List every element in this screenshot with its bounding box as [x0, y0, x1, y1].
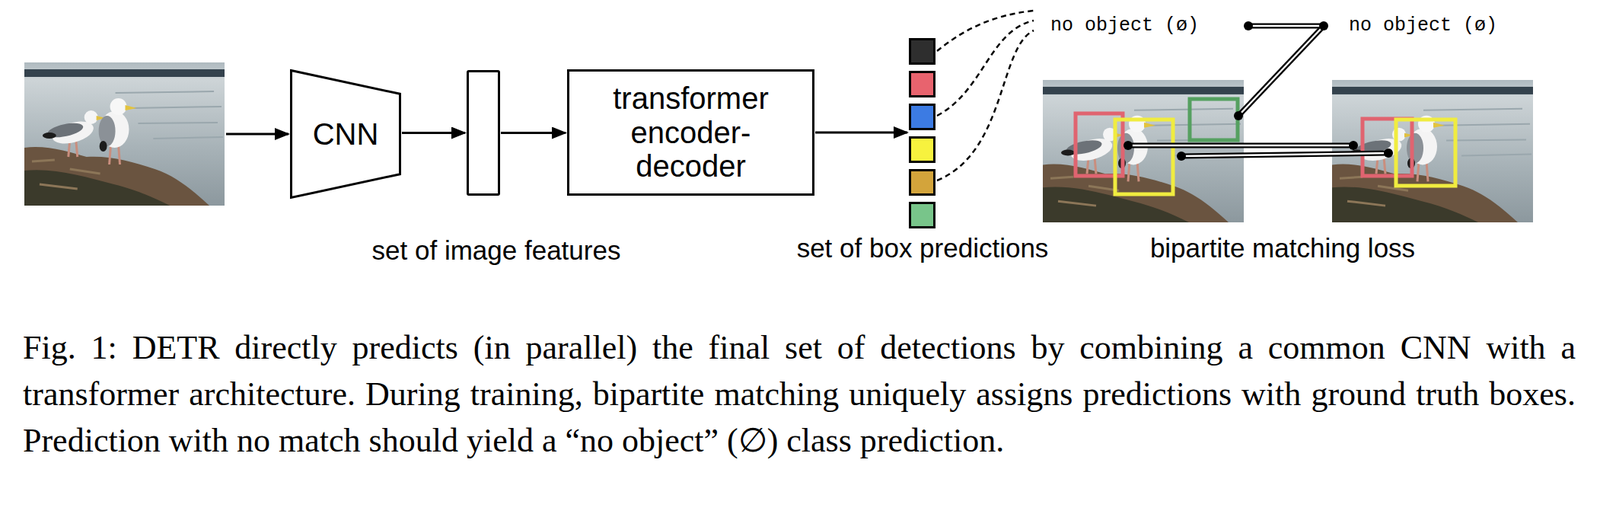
match-line-gap — [1238, 25, 1324, 116]
flow-arrow — [500, 131, 566, 134]
match-line — [1248, 23, 1324, 29]
prediction-slot — [908, 136, 936, 163]
prediction-slot — [908, 38, 936, 65]
predicted-box — [1115, 119, 1173, 195]
cnn-trapezoid — [291, 70, 401, 198]
no-object-label: no object (ø) — [1050, 15, 1199, 38]
dashed-leader — [937, 20, 1034, 116]
dashed-leader — [937, 10, 1034, 51]
match-line — [1128, 143, 1354, 149]
flow-arrow — [815, 131, 908, 134]
match-line — [1181, 152, 1389, 157]
predicted-box — [1189, 98, 1238, 141]
prediction-slot — [908, 103, 936, 131]
block-label: CNN — [312, 117, 380, 152]
match-dot — [1383, 148, 1393, 158]
flow-arrow — [401, 131, 466, 134]
match-dot — [1319, 21, 1329, 31]
no-object-label: no object (ø) — [1348, 15, 1498, 38]
transformer-box: transformer encoder-decoder — [567, 69, 815, 196]
match-dot — [1176, 151, 1186, 161]
ground-truth-box — [1396, 119, 1456, 186]
ground-truth-box — [1362, 118, 1412, 176]
prediction-set: set of box predictions — [908, 38, 936, 229]
set-label: set of image features — [372, 235, 622, 266]
match-dot — [1243, 21, 1253, 31]
input-photo — [24, 62, 225, 206]
input-arrow — [226, 133, 289, 136]
dashed-leader — [937, 30, 1034, 181]
match-dot — [1233, 111, 1244, 121]
stage-label: bipartite matching loss — [1150, 232, 1416, 264]
cnn-block: CNN — [290, 69, 402, 199]
prediction-slot — [908, 201, 936, 229]
no-object-leaders — [937, 10, 1034, 181]
match-dot — [1123, 140, 1133, 150]
match-line-gap — [1128, 144, 1354, 147]
match-line — [1238, 25, 1324, 116]
prediction-slot — [908, 168, 936, 196]
feature-set: set of image features — [466, 70, 501, 196]
match-dot — [1348, 140, 1358, 150]
set-label: set of box predictions — [796, 232, 1049, 264]
matching-lines — [1123, 21, 1393, 161]
match-line-gap — [1181, 152, 1389, 157]
prediction-slot — [908, 70, 936, 98]
figure-caption: Fig. 1: DETR directly predicts (in paral… — [22, 324, 1576, 464]
block-label: transformer encoder-decoder — [596, 81, 787, 184]
match-line-gap — [1248, 25, 1324, 28]
prediction-photo — [1042, 79, 1244, 223]
